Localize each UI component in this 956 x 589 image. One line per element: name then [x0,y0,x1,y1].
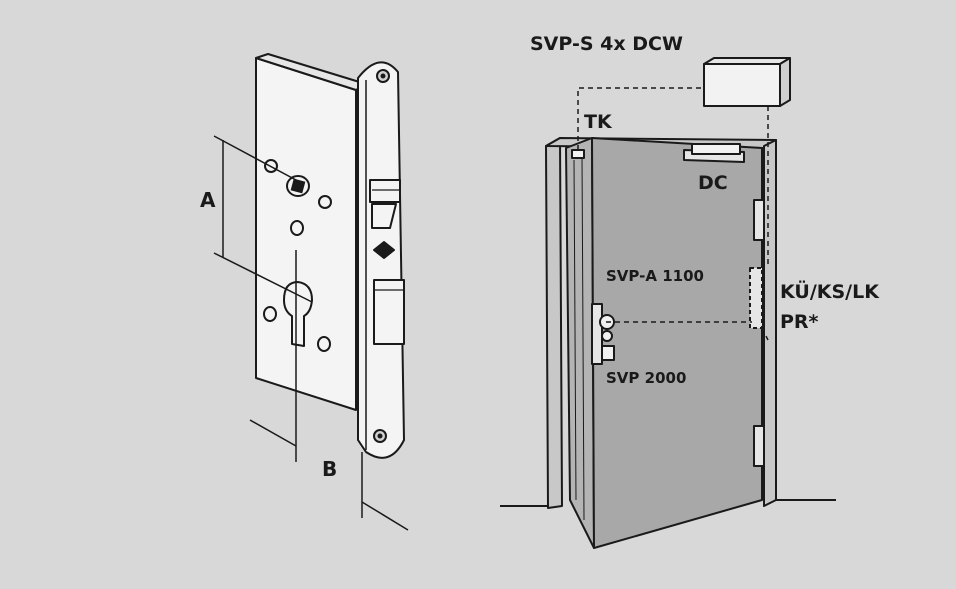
case-screw-icon [317,336,331,352]
controller-label: SVP-S 4x DCW [530,33,683,55]
lock-label: SVP 2000 [606,369,686,387]
dimension-a-label: A [200,188,216,212]
case-screw-icon [263,306,277,322]
frame-contact-label: TK [584,111,613,133]
door-frame-left-jamb [545,137,563,509]
door-leaf [591,137,763,549]
door-leaf-edge [565,137,595,549]
controller-box [703,57,791,107]
case-screw-icon [290,220,304,236]
dimension-b-label: B [322,457,337,481]
hinge-bottom [753,425,765,467]
frame-contact [571,149,585,159]
forend-plate [357,61,405,459]
motor-lock-label: SVP-A 1100 [606,267,704,285]
pr-label: PR* [780,311,819,333]
auxiliary-latch [373,241,395,259]
door-closer [683,143,745,163]
cable-transfer [749,267,763,329]
latch-bolt [369,179,401,229]
mortise-lock-drawing [213,53,409,531]
cable-transfer-label: KÜ/KS/LK [780,279,880,303]
door-frame-right-jamb [763,139,777,507]
cable-runs [577,87,769,341]
door-closer-label: DC [698,172,728,194]
dimension-b-lines [249,250,409,531]
hinge-top [753,199,765,241]
door-installation-drawing [500,57,836,549]
lock-case [255,57,357,411]
case-screw-icon [318,195,332,209]
dead-bolt [373,279,405,345]
